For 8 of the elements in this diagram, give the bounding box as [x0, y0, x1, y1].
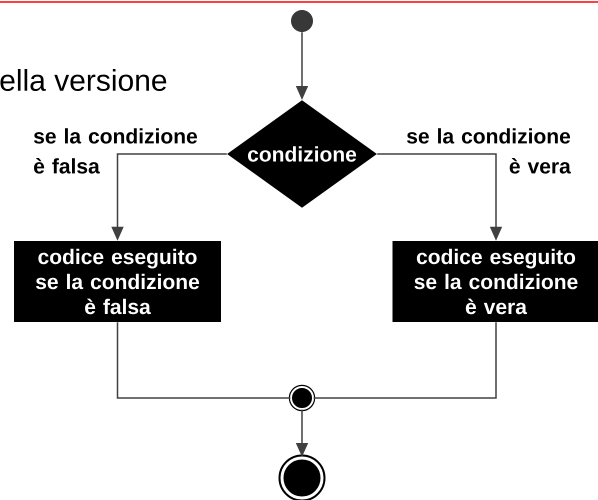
- end-dot: [278, 454, 326, 500]
- heading-text: ella versione: [0, 68, 166, 92]
- edge-label: se la condizione è vera: [407, 128, 571, 174]
- edge-label: se la condizione è falsa: [34, 128, 198, 174]
- start-dot: [291, 10, 313, 32]
- action-box: codice eseguito se la condizione è falsa: [14, 241, 221, 322]
- action-box: codice eseguito se la condizione è vera: [392, 241, 598, 322]
- merge-dot: [288, 384, 316, 412]
